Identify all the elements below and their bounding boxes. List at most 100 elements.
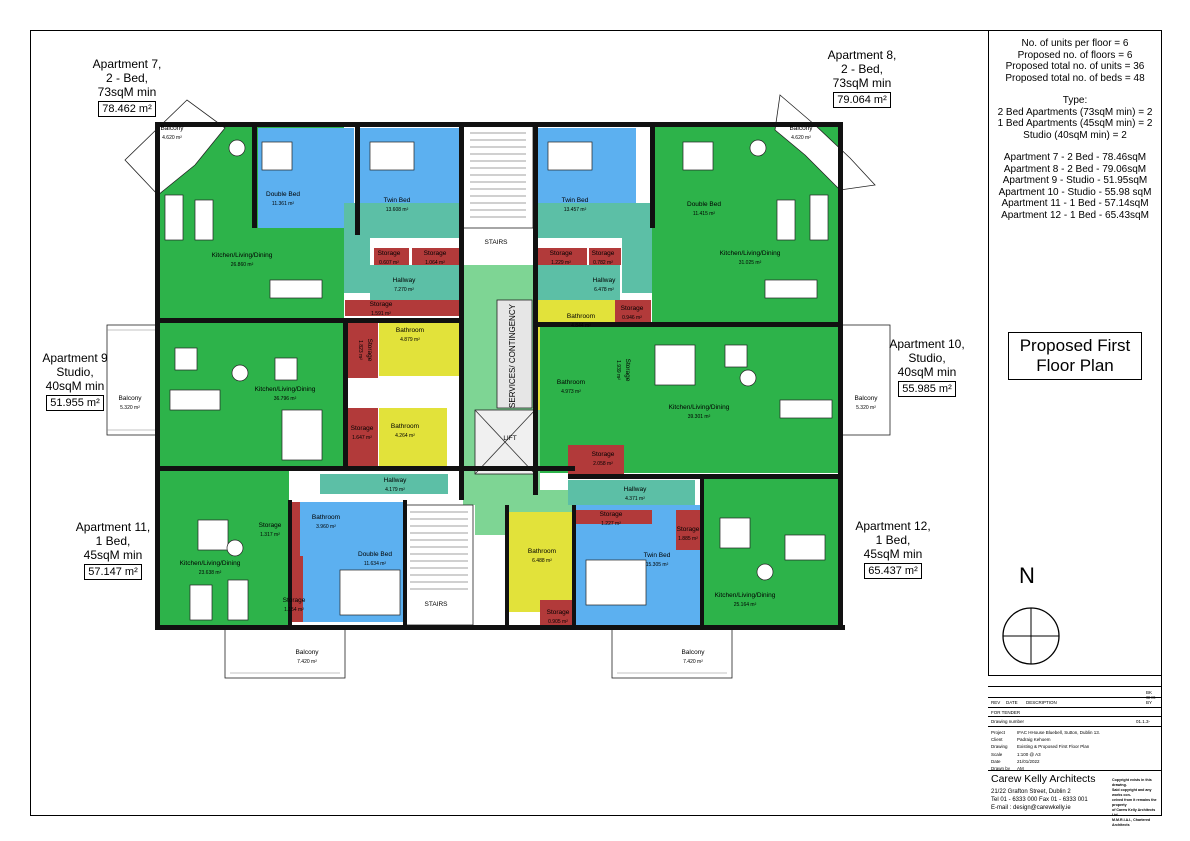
room-name: Kitchen/Living/Dining — [669, 404, 730, 411]
note-line: Apartment 11 - 1 Bed - 57.14sqM — [1001, 198, 1149, 209]
balcony — [224, 627, 346, 679]
furniture-icon — [719, 517, 751, 549]
field-label: Drawing — [991, 744, 1008, 750]
room-fill — [615, 300, 651, 326]
field-label: Client — [991, 737, 1003, 743]
address-line: Tel 01 - 6333 000 Fax 01 - 6333 001 — [991, 797, 1088, 803]
room-area: 1.317 m² — [260, 532, 280, 538]
room-area: 13.457 m² — [564, 207, 587, 213]
room-fill — [374, 248, 409, 265]
note-line: Apartment 10 - Studio - 55.98 sqM — [998, 186, 1152, 198]
room-name: Bathroom — [528, 548, 556, 555]
room-name: Kitchen/Living/Dining — [720, 250, 781, 257]
sheet-divider — [988, 30, 989, 675]
room-area: 1.939 m² — [615, 360, 621, 380]
apartment-area: 57.147 m² — [84, 564, 142, 580]
room-area: 1.885 m² — [678, 536, 698, 542]
note-line: 2 Bed Apartments (73sqM min) = 2 — [997, 106, 1153, 118]
field-label: Project — [991, 730, 1006, 735]
room-name: Double Bed — [266, 191, 300, 198]
status: FOR TENDER — [991, 710, 1021, 715]
apartment-area: 51.955 m² — [46, 395, 104, 411]
field-value: 21/01/2022 — [1017, 758, 1040, 764]
room-area: 4.973 m² — [561, 389, 581, 395]
date-col: DATE — [1006, 700, 1018, 705]
room-area: 1.647 m² — [352, 435, 372, 441]
room-area: 3.960 m² — [316, 524, 336, 530]
room-fill — [506, 512, 574, 612]
chair-icon — [749, 139, 767, 157]
apartment-label-line: Apartment 9 — [42, 351, 108, 365]
north-label: N — [1019, 563, 1035, 588]
room-name: Storage — [351, 425, 374, 432]
furniture-icon — [189, 584, 213, 621]
note-line: Apartment 8 - 2 Bed - 79.06sqM — [1003, 163, 1147, 175]
apartment-label-line: 73sqM min — [832, 76, 892, 90]
copyright-line: Copyright exists in this drawing. — [1112, 778, 1152, 787]
note-line: No. of units per floor = 6 — [1021, 38, 1129, 49]
room-area: 13.608 m² — [386, 207, 409, 213]
chair-icon — [739, 369, 757, 387]
room-name: Bathroom — [391, 423, 419, 430]
drawing-title: Proposed First Floor Plan — [1008, 332, 1142, 380]
room-area: 0.946 m² — [622, 315, 642, 321]
chair-icon — [231, 364, 249, 382]
copyright-note: Copyright exists in this drawing. Said c… — [1112, 778, 1162, 828]
room-name: Balcony — [681, 649, 705, 656]
title-block: REV DATE DESCRIPTION BK CHK BY FOR TENDE… — [988, 675, 1162, 827]
apartment-label-line: Apartment 8, — [827, 48, 897, 62]
room-fill — [568, 480, 695, 505]
room-name: Hallway — [624, 486, 648, 493]
room-area: 0.782 m² — [593, 260, 613, 266]
furniture-icon — [164, 194, 184, 241]
room-name: Storage — [624, 359, 631, 382]
copyright-line: of Carew Kelly Architects Ltd. — [1112, 808, 1156, 817]
balcony — [106, 324, 158, 436]
room-area: 4.879 m² — [400, 337, 420, 343]
furniture-icon — [779, 399, 833, 419]
room-fill — [379, 320, 459, 376]
room-fill — [320, 474, 448, 494]
field-value: AM — [1017, 766, 1024, 772]
apartment-label-line: Apartment 7, — [92, 57, 162, 71]
furniture-icon — [724, 344, 748, 368]
furniture-icon — [776, 199, 796, 241]
drawing-number-label: Drawing number — [991, 719, 1025, 724]
note-line: Apartment 12 - 1 Bed - 65.43sqM — [1001, 209, 1149, 221]
room-area: 0.607 m² — [379, 260, 399, 266]
room-area: 0.905 m² — [548, 619, 568, 625]
furniture-icon — [585, 559, 647, 606]
room-name: Storage — [550, 250, 573, 257]
room-fill — [345, 300, 463, 316]
room-name: Storage — [424, 250, 447, 257]
drawing-title-line: Proposed First — [1019, 336, 1131, 355]
wall — [838, 125, 843, 630]
room-area: 4.179 m² — [385, 487, 405, 493]
room-fill — [370, 265, 464, 300]
room-area: 5.320 m² — [856, 405, 876, 411]
drawing-title-line: Floor Plan — [1036, 356, 1114, 375]
lift-cross — [474, 409, 536, 475]
wall — [650, 125, 655, 228]
room-area: 4.620 m² — [162, 135, 182, 141]
room-area: 11.415 m² — [693, 211, 715, 217]
room-fill — [537, 203, 656, 238]
room-name: Storage — [592, 451, 615, 458]
balcony — [774, 94, 876, 191]
room-area: 4.264 m² — [395, 433, 415, 439]
apartment-label-line: Apartment 12, — [855, 519, 931, 533]
stair-core — [404, 504, 474, 626]
room-fill — [379, 408, 447, 468]
wall — [288, 500, 292, 625]
room-name: Storage — [592, 250, 615, 257]
copyright-line: ceived from it remains the property — [1112, 798, 1157, 807]
wall — [155, 125, 160, 630]
note-heading: Type: — [1062, 95, 1088, 106]
furniture-icon — [339, 569, 401, 616]
chair-icon — [228, 139, 246, 157]
room-name: Twin Bed — [644, 552, 671, 559]
room-name: Kitchen/Living/Dining — [715, 592, 776, 599]
firm-name: Carew Kelly Architects — [991, 773, 1096, 785]
